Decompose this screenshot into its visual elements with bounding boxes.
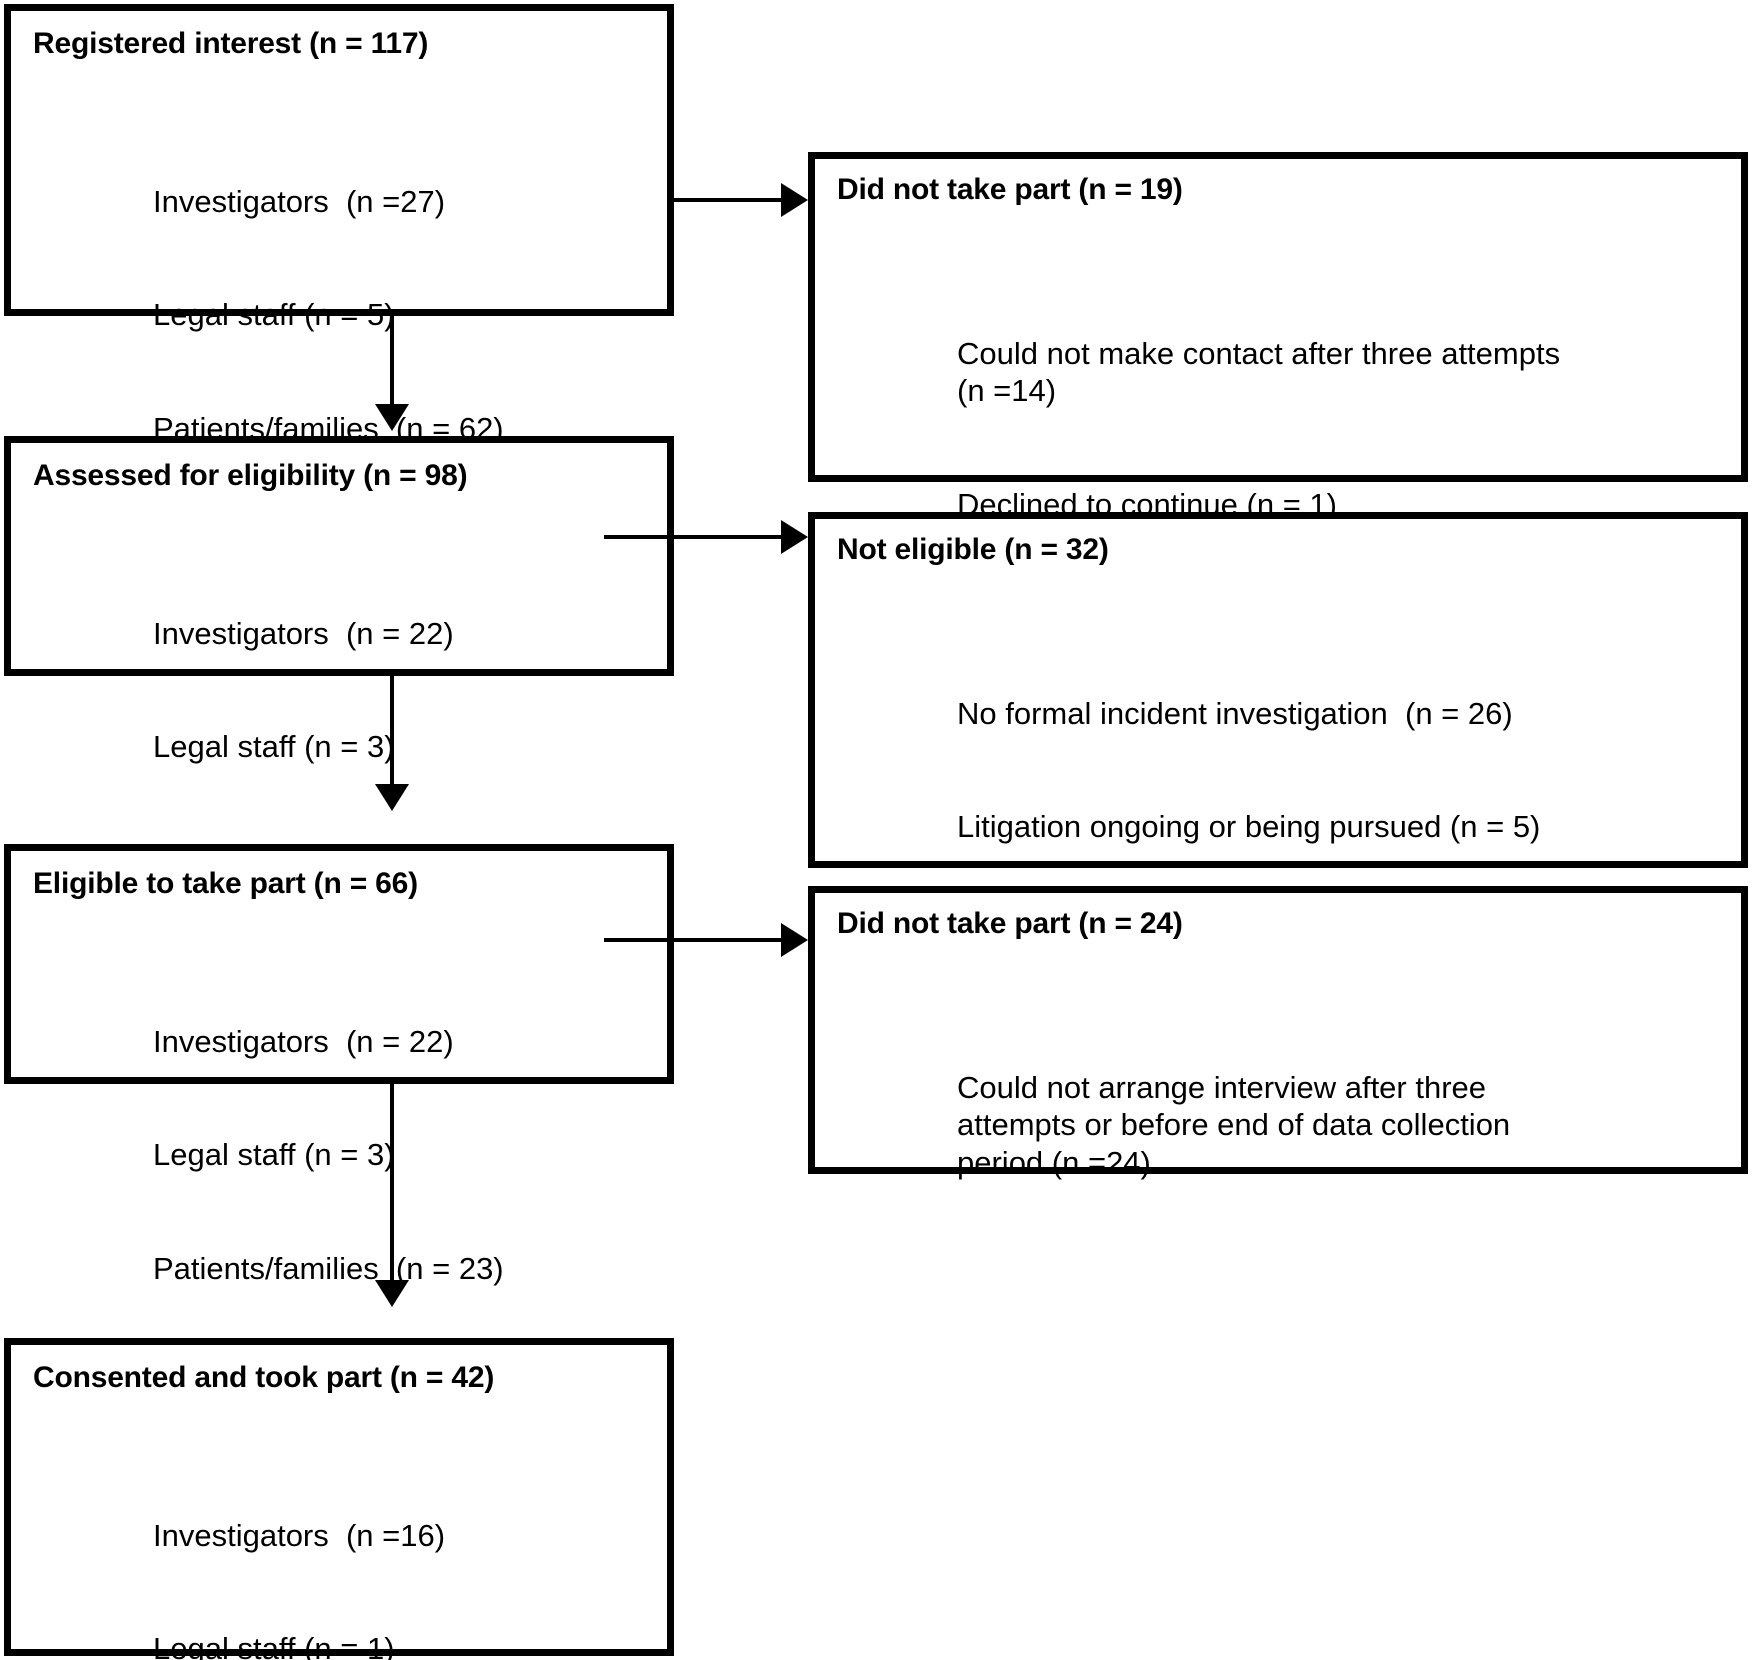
node-title: Did not take part (n = 24) <box>837 907 1183 940</box>
node-body-line: Investigators (n = 22) <box>153 615 454 651</box>
arrow-head-eligible-to-did-not-take-part-24 <box>781 923 808 957</box>
arrow-head-assessed-to-not-eligible <box>781 520 808 554</box>
node-body-line: No formal incident investigation (n = 26… <box>957 695 1513 731</box>
node-title: Registered interest (n = 117) <box>33 27 429 60</box>
node-registered-interest: Registered interest (n = 117) Investigat… <box>4 4 674 559</box>
node-consented-and-took-part: Consented and took part (n = 42) Investi… <box>4 1338 674 1660</box>
node-assessed-for-eligibility: Assessed for eligibility (n = 98) Invest… <box>4 436 674 991</box>
arrow-head-eligible-to-consented <box>375 1280 409 1307</box>
arrow-head-assessed-to-eligible <box>375 784 409 811</box>
arrow-head-registered-to-did-not-take-part-19 <box>781 183 808 217</box>
node-body-line: Could not arrange interview after three … <box>957 1069 1519 1181</box>
node-body-line: Litigation ongoing or being pursued (n =… <box>957 809 1541 845</box>
connector-line-registered-to-assessed <box>390 316 394 408</box>
connector-line-assessed-to-eligible <box>390 676 394 788</box>
node-title: Eligible to take part (n = 66) <box>33 867 418 900</box>
connector-line-eligible-to-did-not-take-part-24 <box>604 938 785 942</box>
node-body-line: Patients/families (n = 23) <box>153 1250 504 1286</box>
arrow-head-registered-to-assessed <box>375 404 409 431</box>
node-body: Investigators (n =16) Legal staff (n = 1… <box>153 1441 504 1660</box>
node-title: Not eligible (n = 32) <box>837 533 1109 566</box>
connector-line-eligible-to-consented <box>390 1084 394 1284</box>
node-title: Consented and took part (n = 42) <box>33 1361 495 1394</box>
node-did-not-take-part-19: Did not take part (n = 19) Could not mak… <box>808 152 1748 635</box>
node-body-line: Investigators (n =16) <box>153 1517 446 1553</box>
connector-line-assessed-to-not-eligible <box>604 535 785 539</box>
node-body-line: Investigators (n =27) <box>153 183 446 219</box>
node-body-line: Legal staff (n = 5) <box>153 297 395 333</box>
node-body-line: Investigators (n = 22) <box>153 1023 454 1059</box>
node-body-line: Legal staff (n = 1) <box>153 1631 395 1660</box>
node-body-line: Legal staff (n = 3) <box>153 1137 395 1173</box>
node-title: Did not take part (n = 19) <box>837 173 1183 206</box>
node-title: Assessed for eligibility (n = 98) <box>33 459 468 492</box>
node-body: Could not arrange interview after three … <box>957 993 1567 1258</box>
node-not-eligible-32: Not eligible (n = 32) No formal incident… <box>808 512 1748 958</box>
node-body-line: Could not make contact after three attem… <box>957 335 1569 409</box>
node-eligible-to-take-part: Eligible to take part (n = 66) Investiga… <box>4 844 674 1399</box>
node-did-not-take-part-24: Did not take part (n = 24) Could not arr… <box>808 886 1748 1180</box>
node-body-line: Legal staff (n = 3) <box>153 729 395 765</box>
connector-line-registered-to-did-not-take-part-19 <box>673 198 785 202</box>
